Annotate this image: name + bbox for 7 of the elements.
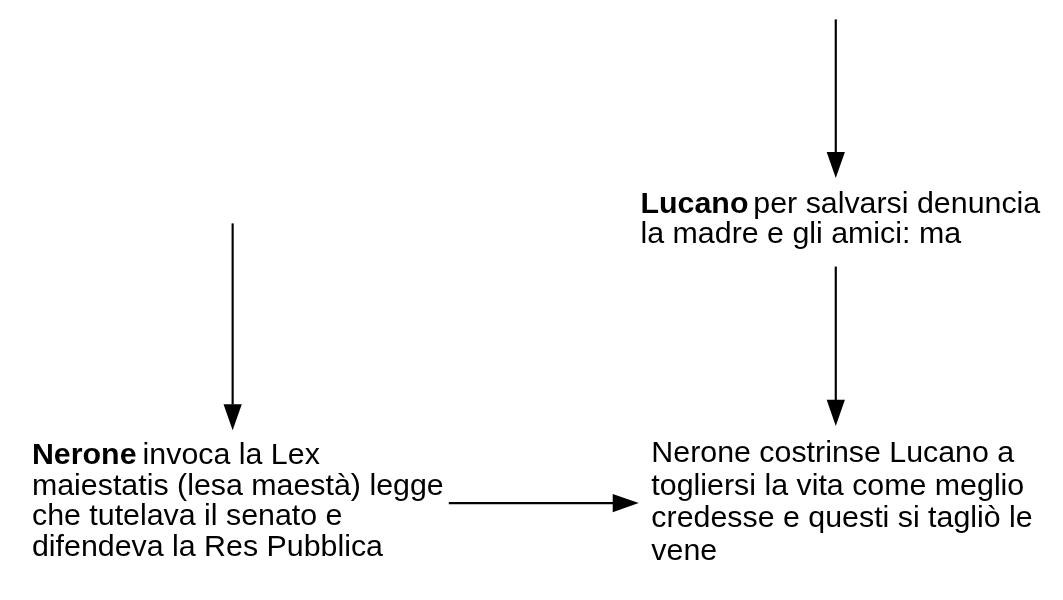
arrow <box>826 266 845 426</box>
arrow <box>448 493 639 512</box>
node-text: Nerone invoca la Lex maiestatis (lesa maestà) legge che tutelava il senato e difendeva la Res Pubblica <box>31 436 444 562</box>
node-text: Nerone costrinse Lucano a togliersi la vita come meglio credesse e questi si tagliò le vene <box>651 434 1033 566</box>
arrow <box>826 18 845 178</box>
arrow <box>223 222 242 430</box>
node-text: Lucano per salvarsi denuncia la madre e gli amici: ma <box>640 185 1041 249</box>
